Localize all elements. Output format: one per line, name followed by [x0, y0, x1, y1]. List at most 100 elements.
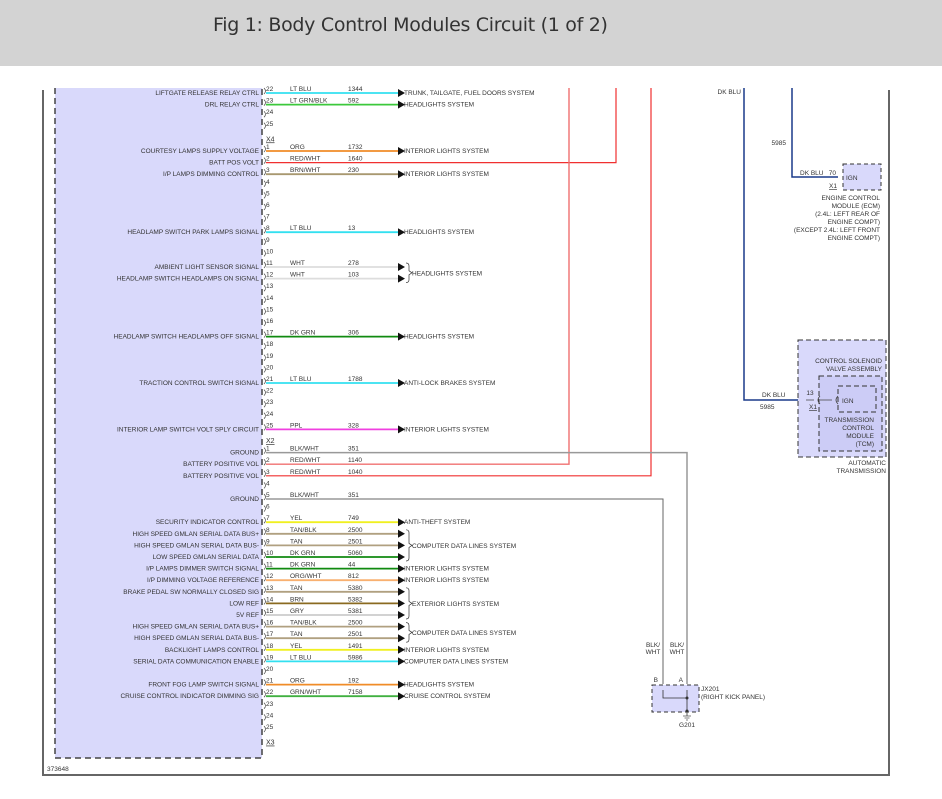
wire-dk-blu-tcm: [743, 88, 806, 401]
pin-function-label: BATTERY POSITIVE VOL: [183, 461, 259, 468]
pin-terminal-icon: [263, 679, 266, 686]
circuit-number: 328: [348, 422, 359, 429]
destination-label: INTERIOR LIGHTS SYSTEM: [404, 148, 489, 155]
pin-terminal-icon: [263, 574, 266, 582]
pin-terminal-icon: [263, 377, 266, 385]
wire-color-label: DK BLU: [762, 392, 786, 399]
pin-number: 17: [266, 631, 274, 638]
circuit-number: 592: [348, 98, 359, 105]
pin-terminal-icon: [263, 192, 266, 199]
pin-terminal-icon: [263, 656, 266, 663]
pin-function-label: HEADLAMP SWITCH HEADLAMPS OFF SIGNAL: [114, 334, 260, 341]
pin-function-label: I/P DIMMING VOLTAGE REFERENCE: [147, 577, 260, 584]
assembly-name-label: VALVE ASSEMBLY: [826, 366, 883, 373]
connector-location: (RIGHT KICK PANEL): [701, 694, 765, 701]
pin-number: 3: [266, 469, 270, 476]
arrow-icon: [398, 100, 405, 109]
destination-label: HEADLIGHTS SYSTEM: [404, 334, 474, 341]
wire-color-label: TAN: [290, 585, 303, 592]
circuit-number: 230: [348, 167, 359, 174]
connector-label: X3: [266, 740, 275, 747]
arrow-icon: [398, 541, 405, 550]
wire-ground-a: [266, 451, 688, 684]
transmission-label: AUTOMATIC: [848, 460, 886, 467]
terminal-label: IGN: [846, 175, 858, 182]
pin-function-label: HIGH SPEED GMLAN SERIAL DATA BUS+: [133, 624, 260, 631]
pin-terminal-icon: [263, 122, 266, 130]
pin-number: 1: [266, 446, 270, 453]
ground-icon: [683, 715, 691, 721]
pin-function-label: HIGH SPEED GMLAN SERIAL DATA BUS+: [133, 531, 260, 538]
pin-number: 22: [266, 388, 274, 395]
pin-number: 21: [266, 678, 274, 685]
pin-terminal-icon: [263, 528, 266, 536]
circuit-number: 1491: [348, 643, 363, 650]
arrow-icon: [398, 564, 405, 573]
arrow-icon: [398, 645, 405, 654]
pin-number: 13: [266, 585, 274, 592]
transmission-label: TRANSMISSION: [837, 468, 887, 475]
arrow-icon: [398, 147, 405, 155]
connector-name: JX201: [701, 686, 720, 693]
arrow-icon: [398, 425, 405, 434]
pin-number: 24: [266, 712, 274, 719]
pin-function-label: BATT POS VOLT: [209, 160, 259, 167]
pin-function-label: LOW REF: [229, 600, 259, 607]
arrow-icon: [398, 692, 405, 701]
connector-label: X1: [829, 183, 837, 190]
pin-terminal-icon: [263, 458, 266, 466]
pin-number: 23: [266, 399, 274, 406]
pin-terminal-icon: [263, 87, 266, 95]
pin-terminal-icon: [263, 424, 266, 431]
pin-terminal-icon: [263, 412, 266, 420]
arrow-icon: [398, 576, 405, 585]
group-destination-label: COMPUTER DATA LINES SYSTEM: [412, 630, 516, 637]
pin-number: 1: [266, 144, 270, 151]
pin-terminal-icon: [263, 482, 266, 489]
terminal-label: IGN: [842, 398, 854, 405]
pin-function-label: TRACTION CONTROL SWITCH SIGNAL: [139, 380, 259, 387]
pin-terminal-icon: [263, 226, 266, 234]
pin-number: 11: [266, 260, 273, 267]
circuit-number: 5985: [760, 404, 775, 411]
arrow-icon: [398, 553, 405, 561]
pin-terminal-icon: [263, 667, 266, 675]
arrow-icon: [398, 611, 405, 619]
circuit-number: 103: [348, 272, 359, 279]
destination-label: INTERIOR LIGHTS SYSTEM: [404, 577, 489, 584]
pin-terminal-icon: [263, 714, 266, 721]
pin-number: 8: [266, 225, 270, 232]
pin-terminal-icon: [263, 621, 266, 628]
destination-label: TRUNK, TAILGATE, FUEL DOORS SYSTEM: [404, 90, 535, 97]
wire-color-label: DK BLU: [718, 89, 742, 96]
pin-terminal-icon: [263, 493, 266, 501]
wire-color-label: BLK/WHT: [290, 446, 319, 453]
circuit-number: 7158: [348, 689, 363, 696]
pin-function-label: DRL RELAY CTRL: [205, 102, 259, 109]
pin-terminal-icon: [263, 690, 266, 698]
ecm-name-label: MODULE (ECM): [832, 203, 880, 210]
circuit-number: 13: [348, 225, 356, 232]
pin-number: 70: [829, 170, 837, 177]
pin-function-label: I/P LAMPS DIMMING CONTROL: [163, 171, 259, 178]
pin-terminal-icon: [263, 366, 266, 373]
circuit-number: 1140: [348, 457, 362, 464]
pin-terminal-icon: [263, 342, 266, 350]
destination-label: INTERIOR LIGHTS SYSTEM: [404, 647, 489, 654]
connector-pin-label: B: [654, 677, 658, 684]
pin-number: 16: [266, 318, 274, 325]
wire-color-label: ORG: [290, 678, 305, 685]
arrow-icon: [398, 657, 405, 666]
pin-number: 6: [266, 202, 270, 209]
pin-terminal-icon: [263, 319, 266, 327]
pin-terminal-icon: [263, 261, 266, 269]
pin-number: 6: [266, 504, 270, 511]
pin-number: 25: [266, 724, 274, 731]
pin-terminal-icon: [263, 725, 266, 733]
pin-terminal-icon: [263, 389, 266, 396]
pin-terminal-icon: [263, 273, 266, 280]
pin-terminal-icon: [263, 586, 266, 594]
pin-function-label: AMBIENT LIGHT SENSOR SIGNAL: [154, 264, 259, 271]
destination-label: HEADLIGHTS SYSTEM: [404, 229, 474, 236]
ecm-name-label: ENGINE CONTROL: [821, 195, 880, 202]
